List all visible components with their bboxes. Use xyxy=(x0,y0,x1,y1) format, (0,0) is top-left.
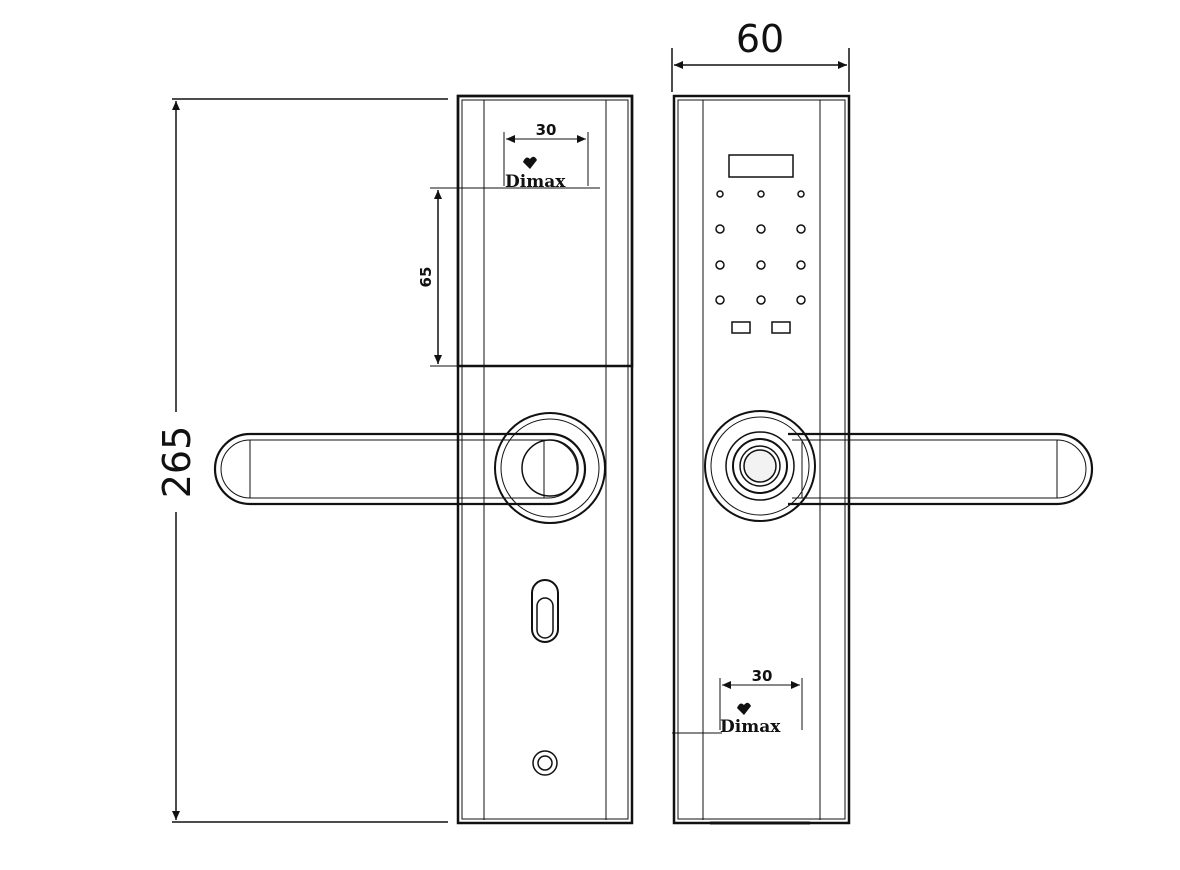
function-key-right xyxy=(771,321,791,334)
reset-button-hole xyxy=(532,750,558,776)
front-view: 30 Dimax xyxy=(672,94,1094,825)
fingerprint-sensor-icon xyxy=(743,449,777,483)
leaf-icon xyxy=(737,702,751,715)
width-dimension: 60 xyxy=(671,17,850,92)
leaf-icon xyxy=(523,156,537,169)
back-logo-dimension: 30 xyxy=(503,121,589,186)
front-brand-text: Dimax xyxy=(720,717,781,737)
front-logo-dimension: 30 xyxy=(719,667,803,730)
front-lever-handle xyxy=(788,432,1094,506)
keypad-key xyxy=(715,224,725,234)
thumb-turn xyxy=(531,579,559,643)
back-brand-text: Dimax xyxy=(505,172,566,192)
function-key-left xyxy=(731,321,751,334)
back-logo-dimension-label: 30 xyxy=(536,121,557,139)
display-screen xyxy=(728,154,794,178)
keypad-key xyxy=(715,295,725,305)
keypad-key xyxy=(796,224,806,234)
height-dimension: 265 xyxy=(155,98,448,823)
keypad-key xyxy=(796,260,806,270)
keypad-key xyxy=(716,190,724,198)
keypad-key xyxy=(796,295,806,305)
back-handle-rosette xyxy=(494,412,606,524)
keypad-key xyxy=(757,190,765,198)
back-brand-logo: Dimax xyxy=(505,156,566,192)
back-view: 30 Dimax 65 xyxy=(213,94,634,825)
keypad-key xyxy=(715,260,725,270)
front-logo-dimension-label: 30 xyxy=(752,667,773,685)
top-plate-dimension-label: 65 xyxy=(417,267,435,288)
front-handle-rosette xyxy=(704,410,816,522)
keypad-key xyxy=(756,260,766,270)
width-dimension-label: 60 xyxy=(736,17,784,61)
top-plate-dimension: 65 xyxy=(417,187,600,367)
back-lever-handle xyxy=(213,432,587,506)
keypad-key xyxy=(756,295,766,305)
height-dimension-label: 265 xyxy=(155,426,199,499)
keypad-key xyxy=(756,224,766,234)
keypad-key xyxy=(797,190,805,198)
keypad xyxy=(715,190,806,305)
front-brand-logo: Dimax xyxy=(720,702,781,737)
